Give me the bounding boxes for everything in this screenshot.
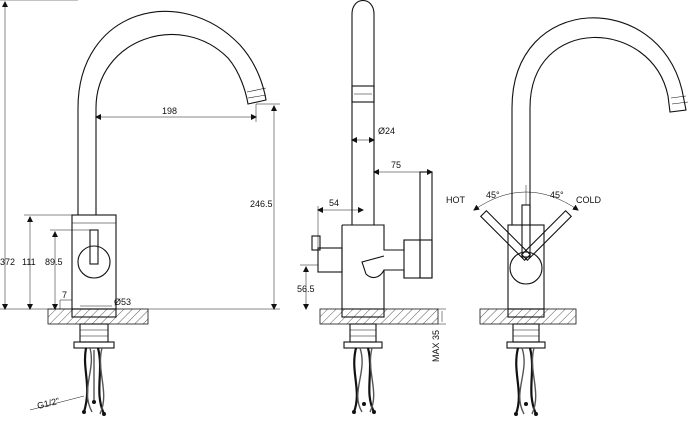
rear-handle-hub xyxy=(509,251,543,285)
side-spout xyxy=(351,0,375,225)
dim-spout-height: 246.5 xyxy=(250,199,273,209)
side-body xyxy=(341,224,421,309)
dim-handle-reach: 75 xyxy=(391,160,401,170)
side-inlet xyxy=(317,247,343,273)
rear-hot-lever xyxy=(479,209,532,262)
dim-spout-diameter: Ø24 xyxy=(378,126,395,136)
front-body xyxy=(71,214,117,310)
front-view: 372 111 89.5 7 Ø53 198 246.5 G1/2" xyxy=(0,0,280,416)
dim-base-thickness: 7 xyxy=(62,290,67,300)
dim-reach: 198 xyxy=(162,106,177,116)
dim-overall-height: 372 xyxy=(0,257,15,267)
side-view: Ø24 75 54 56.5 MAX 35 xyxy=(297,0,446,414)
dim-mount-max: MAX 35 xyxy=(431,330,441,362)
dim-inlet-height: 56.5 xyxy=(297,284,315,294)
rear-aerator xyxy=(670,95,689,105)
dim-body-height: 111 xyxy=(22,257,36,267)
front-hoses xyxy=(82,347,106,416)
dim-handle-height: 89.5 xyxy=(45,257,63,267)
rear-cold-lever xyxy=(520,209,573,262)
rear-hoses xyxy=(514,347,538,416)
rear-view: HOT COLD 45° 45° xyxy=(446,17,689,416)
label-hot: HOT xyxy=(446,195,466,205)
front-shank xyxy=(79,323,109,343)
front-aerator xyxy=(246,87,267,99)
angle-hot: 45° xyxy=(486,190,500,200)
front-handle xyxy=(77,245,111,279)
side-hoses xyxy=(352,347,376,414)
front-spout xyxy=(77,11,267,215)
label-cold: COLD xyxy=(576,195,602,205)
angle-cold: 45° xyxy=(550,190,564,200)
dim-base-diameter: Ø53 xyxy=(114,297,131,307)
rear-spout xyxy=(511,17,687,225)
dim-body-offset: 54 xyxy=(329,198,339,208)
side-handle xyxy=(419,171,433,279)
thread-label: G1/2" xyxy=(36,396,60,411)
